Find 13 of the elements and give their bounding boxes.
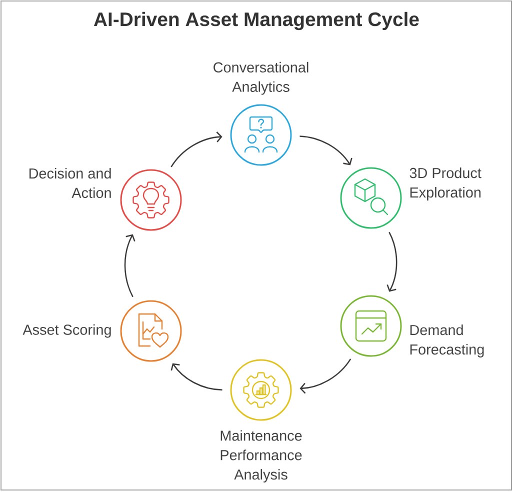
arrow bbox=[300, 358, 352, 394]
arrow bbox=[170, 132, 222, 168]
arrow bbox=[386, 232, 398, 292]
title: AI-Driven Asset Management Cycle bbox=[94, 12, 419, 30]
step-label: Decision and Action bbox=[29, 168, 111, 198]
step-label: Asset Scoring bbox=[22, 324, 111, 338]
step-label: Maintenance Performance Analysis bbox=[220, 430, 302, 483]
arrow bbox=[124, 234, 136, 298]
step-label: 3D Product Exploration bbox=[410, 168, 482, 200]
step-label: Conversational Analytics bbox=[214, 62, 308, 95]
arrow bbox=[300, 136, 352, 166]
arrow bbox=[170, 363, 222, 390]
step-label: Demand Forecasting bbox=[410, 324, 484, 358]
